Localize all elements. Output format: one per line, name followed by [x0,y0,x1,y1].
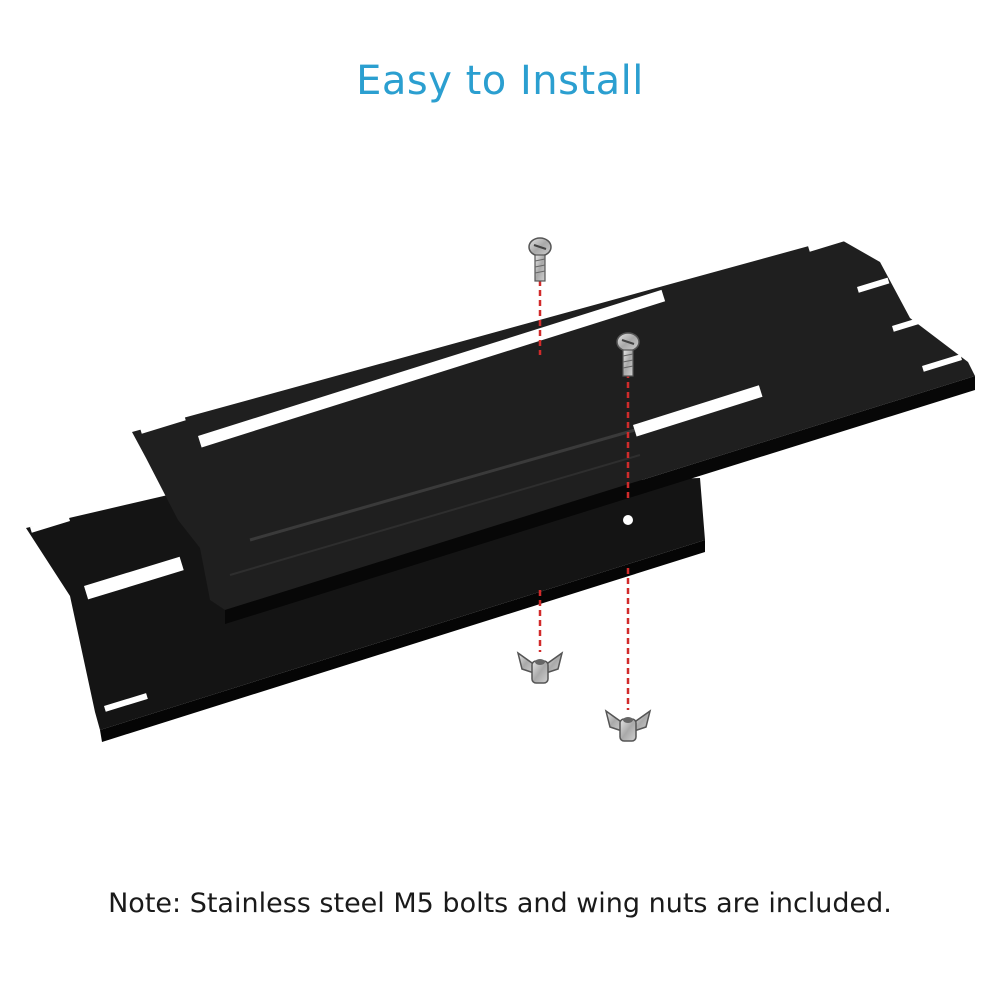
upper-plate-slot-end [808,235,845,252]
upper-plate-body [132,238,975,610]
upper-plate-slot [197,289,666,448]
wing-nut-icon [604,709,652,742]
lower-plate-slot-end [103,693,148,712]
upper-plate [132,235,975,624]
upper-plate-slot-end [891,316,925,332]
bolt-icon [616,332,640,377]
hardware-note: Note: Stainless steel M5 bolts and wing … [108,888,892,919]
upper-plate-groove [249,428,636,542]
page-title: Easy to Install [356,58,644,104]
upper-plate-slot-end [922,354,963,372]
guide-lines [538,270,630,710]
upper-plate-slot-end [857,277,890,293]
lower-plate-slot-end [30,515,71,533]
upper-plate-slot-end [140,414,186,434]
lower-plate-edge [100,540,705,742]
upper-plate-groove [229,454,641,576]
upper-plate-slot [633,385,763,437]
upper-plate-edge [225,376,975,624]
wing-nut-icon [516,651,564,684]
upper-plate-hole [623,515,633,525]
lower-plate-slot [84,556,184,600]
bolt-icon [528,237,552,282]
